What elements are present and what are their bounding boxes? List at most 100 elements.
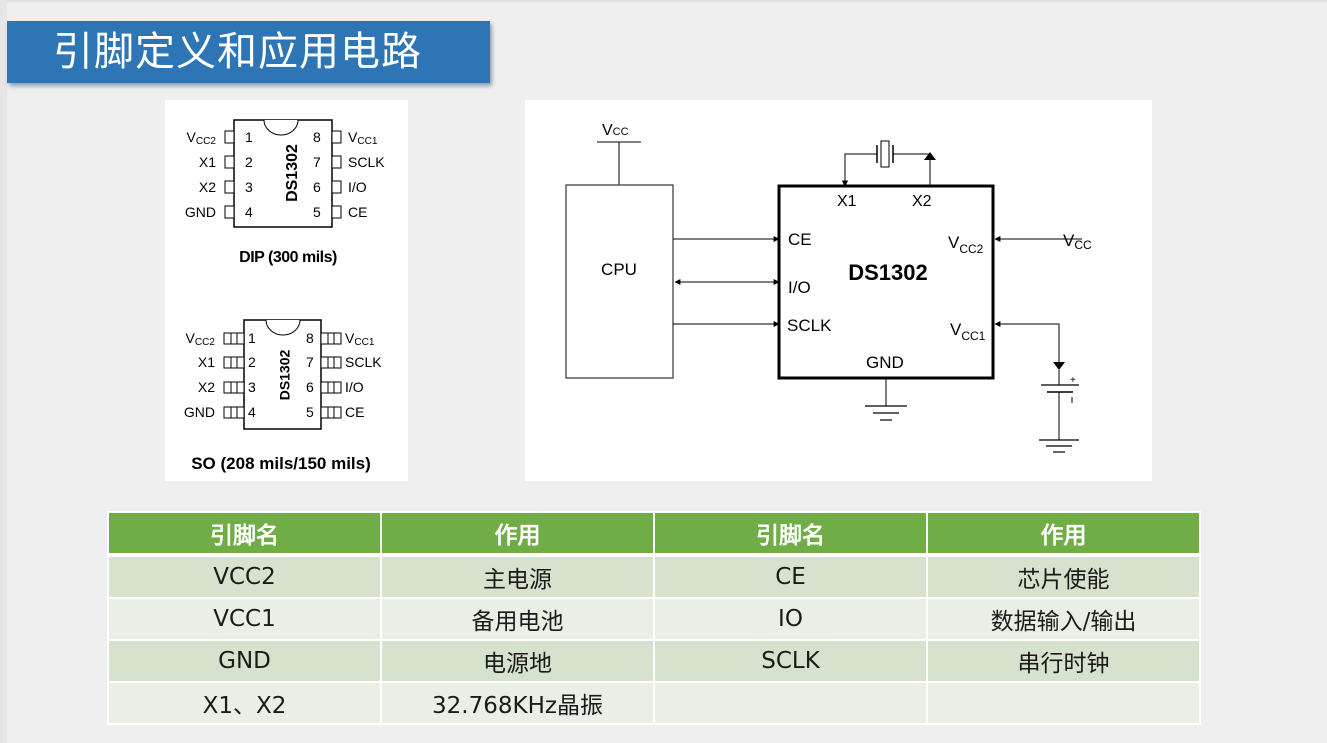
so-pin-number: 6 [306, 379, 314, 395]
header-function-1: 作用 [380, 511, 655, 557]
chip-pin-x2: X2 [912, 193, 932, 210]
pin-name-label: GND [184, 404, 215, 420]
dip-pin-number: 3 [245, 179, 253, 195]
slide-top-edge [0, 0, 1327, 2]
dip-pin-number: 1 [245, 129, 253, 145]
external-vcc-label: VCC [1063, 231, 1092, 252]
table-cell: X1、X2 [107, 681, 382, 725]
dip-chip-label: DS1302 [284, 144, 301, 202]
so-pin-number: 1 [248, 330, 256, 346]
table-cell: 数据输入/输出 [926, 597, 1201, 641]
table-row: VCC1 备用电池 IO 数据输入/输出 [107, 597, 1201, 641]
dip-pin-number: 4 [245, 204, 253, 220]
table-cell: VCC1 [107, 597, 382, 641]
so-pin-lead [320, 356, 342, 369]
table-cell [926, 681, 1201, 725]
chip-pin-x1: X1 [837, 193, 857, 210]
pin-name-label: CE [345, 404, 364, 420]
dip-pin-lead [224, 155, 235, 169]
chip-ground-symbol [865, 378, 907, 421]
so-caption: SO (208 mils/150 mils) [191, 454, 371, 473]
crystal-oscillator [842, 140, 936, 187]
pin-name-label: CE [348, 204, 367, 220]
pin-name-label: VCC2 [186, 129, 216, 147]
application-circuit: VCC CPU DS1302 CE I/O SCLK X1 X2 GND VCC… [565, 122, 1092, 453]
table-cell: 备用电池 [380, 597, 655, 641]
pin-name-label: X1 [199, 154, 216, 170]
table-row: X1、X2 32.768KHz晶振 [107, 681, 1201, 725]
slide-title: 引脚定义和应用电路 [7, 21, 490, 83]
chip-pin-ce: CE [788, 230, 812, 249]
so-pin-lead [223, 332, 245, 345]
pin-name-label: X2 [199, 179, 216, 195]
so-pin-lead [223, 381, 245, 394]
dip-pin-number: 6 [313, 179, 321, 195]
table-row: GND 电源地 SCLK 串行时钟 [107, 639, 1201, 683]
cpu-vcc-rail: VCC [597, 122, 641, 185]
dip-pin-lead [331, 130, 342, 144]
so-chip-body [243, 319, 322, 430]
dip-pin-lead [331, 155, 342, 169]
table-cell [653, 681, 928, 725]
pin-name-label: I/O [348, 179, 367, 195]
pin-name-label: I/O [345, 379, 364, 395]
so-pin-lead [223, 356, 245, 369]
table-cell: VCC2 [107, 554, 382, 599]
table-cell: 串行时钟 [926, 639, 1201, 683]
dip-caption: DIP (300 mils) [239, 249, 337, 266]
table-cell: 电源地 [380, 639, 655, 683]
backup-battery: + [994, 321, 1079, 453]
chip-pin-sclk: SCLK [787, 316, 832, 335]
dip-pin-lead [224, 180, 235, 194]
so-pin-lead [223, 406, 245, 419]
cpu-block [565, 184, 674, 379]
so-pin-number: 3 [248, 379, 256, 395]
chip-pin-io: I/O [788, 278, 811, 297]
chip-pin-vcc1: VCC1 [950, 320, 986, 343]
pin-name-label: VCC2 [185, 330, 215, 348]
pin-name-label: X2 [198, 379, 215, 395]
dip-pin-number: 2 [245, 154, 253, 170]
slide-left-edge [0, 0, 7, 743]
so-pin-lead [320, 381, 342, 394]
table-cell: IO [653, 597, 928, 641]
header-function-2: 作用 [926, 511, 1201, 557]
table-header-row: 引脚名 作用 引脚名 作用 [107, 511, 1201, 557]
so-notch [265, 319, 301, 336]
pin-name-label: VCC1 [345, 330, 375, 348]
table-cell: GND [107, 639, 382, 683]
so-pin-lead [320, 332, 342, 345]
dip-pin-number: 7 [313, 154, 321, 170]
ds1302-chip-label: DS1302 [848, 260, 928, 285]
table-row: VCC2 主电源 CE 芯片使能 [107, 554, 1201, 599]
pin-name-label: X1 [198, 354, 215, 370]
chip-pin-vcc2: VCC2 [948, 233, 984, 256]
table-cell: SCLK [653, 639, 928, 683]
table-cell: 32.768KHz晶振 [380, 681, 655, 725]
dip-chip-body [233, 119, 333, 228]
header-pin-name-2: 引脚名 [653, 511, 928, 557]
so-chip-label: DS1302 [277, 349, 293, 400]
so-pin-number: 5 [306, 404, 314, 420]
cpu-vcc-label: VCC [602, 122, 629, 139]
so-pin-number: 2 [248, 354, 256, 370]
pin-name-label: SCLK [345, 354, 382, 370]
so-pin-number: 7 [306, 354, 314, 370]
so-pin-lead [320, 406, 342, 419]
dip-pin-lead [224, 130, 235, 144]
dip-pin-number: 8 [313, 129, 321, 145]
dip-pin-lead [331, 205, 342, 219]
dip-pin-number: 5 [313, 204, 321, 220]
battery-plus-label: + [1070, 375, 1076, 386]
table-cell: 芯片使能 [926, 554, 1201, 599]
pin-name-label: GND [185, 204, 216, 220]
dip-pin-lead [331, 180, 342, 194]
ds1302-chip-block [777, 184, 995, 380]
dip-pin-lead [224, 205, 235, 219]
so-pin-number: 4 [248, 404, 256, 420]
dip-notch [263, 119, 299, 136]
